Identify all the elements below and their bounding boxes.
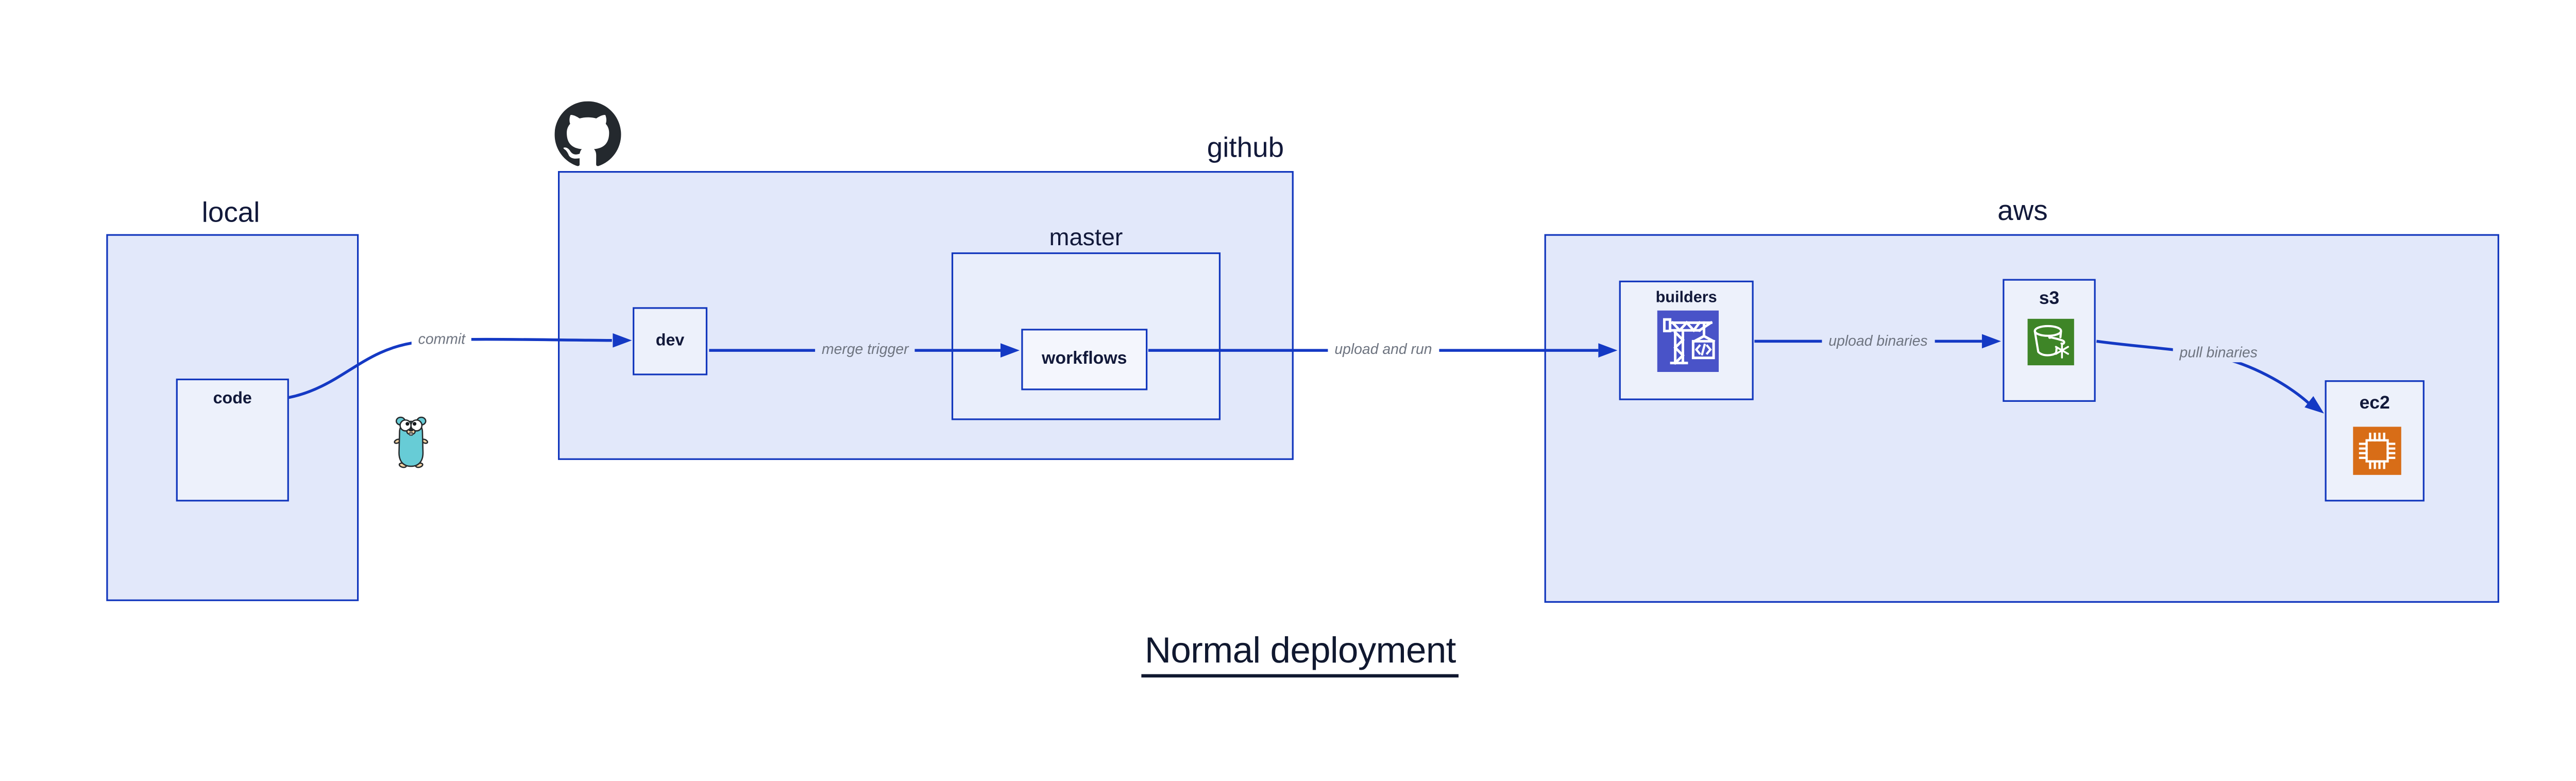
group-local-label: local: [201, 196, 260, 229]
node-workflows-label: workflows: [1042, 349, 1127, 369]
edge-label-upload-and-run: upload and run: [1328, 341, 1439, 360]
node-builders-label: builders: [1655, 288, 1717, 308]
diagram-title: Normal deployment: [1141, 630, 1460, 678]
edge-label-merge-trigger: merge trigger: [815, 341, 916, 360]
aws-codebuild-crane-icon: [1657, 310, 1719, 372]
node-dev: dev: [633, 307, 708, 376]
node-ec2: ec2: [2325, 380, 2425, 502]
aws-ec2-chip-icon: [2352, 427, 2401, 475]
group-master-label: master: [1049, 225, 1123, 252]
group-aws-label: aws: [1997, 195, 2048, 227]
edge-label-pull-binaries: pull binaries: [2173, 343, 2264, 363]
edge-label-commit: commit: [411, 330, 472, 349]
aws-s3-glacier-bucket-icon: [2027, 318, 2074, 366]
edge-label-upload-binaries: upload binaries: [1822, 331, 1935, 351]
group-github-label: github: [1207, 132, 1284, 164]
node-s3: s3: [2003, 279, 2096, 402]
node-ec2-label: ec2: [2359, 393, 2390, 414]
node-code: code: [176, 378, 428, 502]
node-s3-label: s3: [2039, 288, 2060, 309]
node-workflows: workflows: [1021, 329, 1148, 390]
node-dev-label: dev: [655, 331, 685, 350]
go-gopher-icon: [393, 414, 428, 468]
node-code-label: code: [213, 390, 252, 409]
node-builders: builders: [1619, 280, 1754, 400]
github-octocat-icon: [554, 101, 621, 168]
